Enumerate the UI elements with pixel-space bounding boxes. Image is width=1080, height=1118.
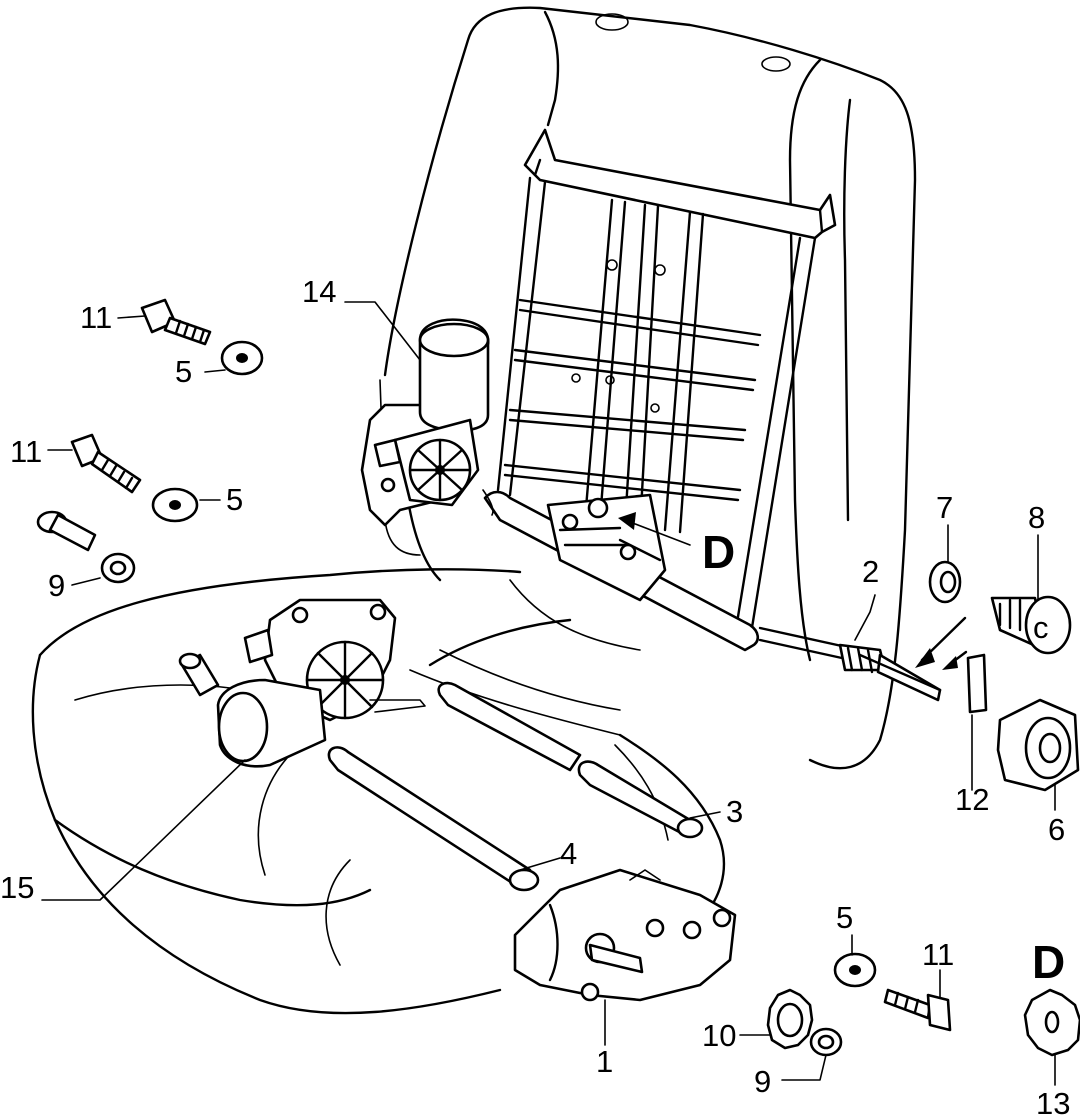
arrow-2-head — [942, 656, 958, 670]
label-8: 8 — [1028, 500, 1045, 535]
label-2: 2 — [862, 554, 879, 589]
label-11-upper: 11 — [80, 300, 112, 335]
label-11-lower: 11 — [922, 937, 954, 972]
gear-10 — [766, 988, 814, 1050]
part-labels: 11 5 11 5 9 14 15 D 7 8 2 12 6 3 4 1 5 1… — [0, 274, 1070, 1118]
arrow-1-head — [915, 648, 935, 668]
backrest-frame — [483, 128, 942, 702]
label-5-lower: 5 — [836, 900, 853, 935]
washer-5-middle — [151, 487, 199, 523]
label-9-lower: 9 — [754, 1064, 771, 1099]
backrest-cushion — [379, 6, 917, 770]
label-15: 15 — [0, 870, 34, 905]
label-9-upper: 9 — [48, 568, 65, 603]
label-5-middle: 5 — [226, 482, 243, 517]
bolt-11-middle — [70, 433, 142, 494]
gear-13 — [1023, 988, 1080, 1057]
label-1: 1 — [596, 1044, 613, 1079]
label-5-upper: 5 — [175, 354, 192, 389]
label-11-middle: 11 — [10, 434, 42, 469]
label-13: 13 — [1036, 1086, 1070, 1118]
label-d-inset: D — [1032, 936, 1065, 988]
washer-5-lower — [833, 952, 877, 988]
label-14: 14 — [302, 274, 336, 309]
motor-14 — [360, 318, 494, 527]
label-6: 6 — [1048, 812, 1065, 847]
washer-5-upper — [220, 340, 264, 376]
label-12: 12 — [955, 782, 989, 817]
label-d-detail: D — [702, 526, 735, 578]
bolt-11-upper — [140, 298, 212, 346]
lock-washer-9-upper — [100, 552, 136, 584]
bolt-11-lower — [883, 988, 952, 1032]
tubes — [327, 681, 704, 892]
label-4: 4 — [560, 836, 577, 871]
leader-lines — [41, 301, 1056, 1086]
label-3: 3 — [726, 794, 743, 829]
pin — [178, 652, 220, 697]
label-7: 7 — [936, 490, 953, 525]
knob-8: c — [990, 595, 1072, 655]
label-10: 10 — [702, 1018, 736, 1053]
knob-6 — [996, 698, 1080, 792]
motor-15 — [216, 598, 426, 768]
pin-bolt — [36, 510, 97, 552]
svg-text:c: c — [1033, 610, 1049, 645]
gearbox-1 — [513, 868, 737, 1002]
key-12 — [966, 653, 988, 714]
washer-7 — [928, 560, 962, 604]
lock-washer-9-lower — [809, 1027, 843, 1057]
